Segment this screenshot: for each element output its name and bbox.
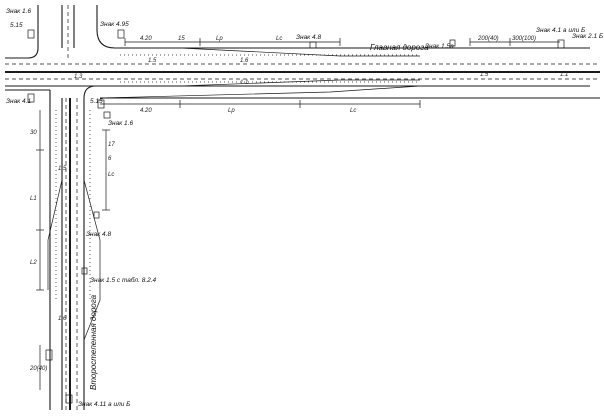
dim-d300: 300(100) [512,36,536,42]
dimension-lines [36,38,560,390]
dim-d15: 15 [178,36,185,42]
dim-d48: 4.20 [140,108,152,114]
sign-label-1b: 5.15 [10,22,23,29]
main-road-label: Главная дорога [370,43,429,52]
dim-d200: 200(40) [477,36,499,42]
dim-l2: L2 [30,260,37,266]
sign-label-1: Знак 1.6 [6,8,31,15]
top-crossroad [27,5,116,60]
marking-label: 1.3 [74,74,83,80]
sign-label-10: Знак 4.11 а или Б [78,401,130,408]
secondary-road [47,85,101,410]
dim-l1: L1 [30,196,37,202]
sign-label-6: Знак 1.6 [108,120,133,127]
dim-lp-mid: Lp [228,108,235,114]
marking-label: 1.1 [560,72,568,78]
sign-label-5: Знак 4.1 [6,98,31,105]
sign-label-2: Знак 4.95 [100,21,129,28]
dim-lc-left: Lc [108,172,114,178]
secondary-road-label: Второстепенная дорога [89,294,98,390]
marking-label: 1.1 [240,80,248,86]
dim-d6: 6 [108,156,112,162]
sign-label-9: Знак 4.1 а или Б [536,27,585,34]
dim-d20b: 20(40) [29,366,47,372]
sign-label-3: Знак 4.8 [296,34,321,41]
sign-label-8: Знак 1.5 с табл. 8.2.4 [90,276,157,284]
dim-d17: 17 [108,142,115,148]
sign-posts [27,29,565,404]
marking-label: 1.5 [480,72,489,78]
dim-lp-top: Lp [216,36,223,42]
dim-lc-mid: Lc [350,108,356,114]
sign-label-11: Знак 2.1 Б [572,33,603,40]
sign-label-7: Знак 4.8 [86,231,111,238]
marking-label: 1.6 [58,316,67,322]
marking-label: 1.6 [240,58,249,64]
dim-d20: 4.20 [140,36,152,42]
dim-lc-top: Lc [276,36,282,42]
sign-label-5b: 5.15 [90,98,103,105]
marking-label: 1.5 [58,166,67,172]
marking-label: 1.5 [148,58,157,64]
sign-label-4: Знак 1.5а [425,43,454,50]
main-road [5,47,600,99]
dim-d30: 30 [30,130,37,136]
